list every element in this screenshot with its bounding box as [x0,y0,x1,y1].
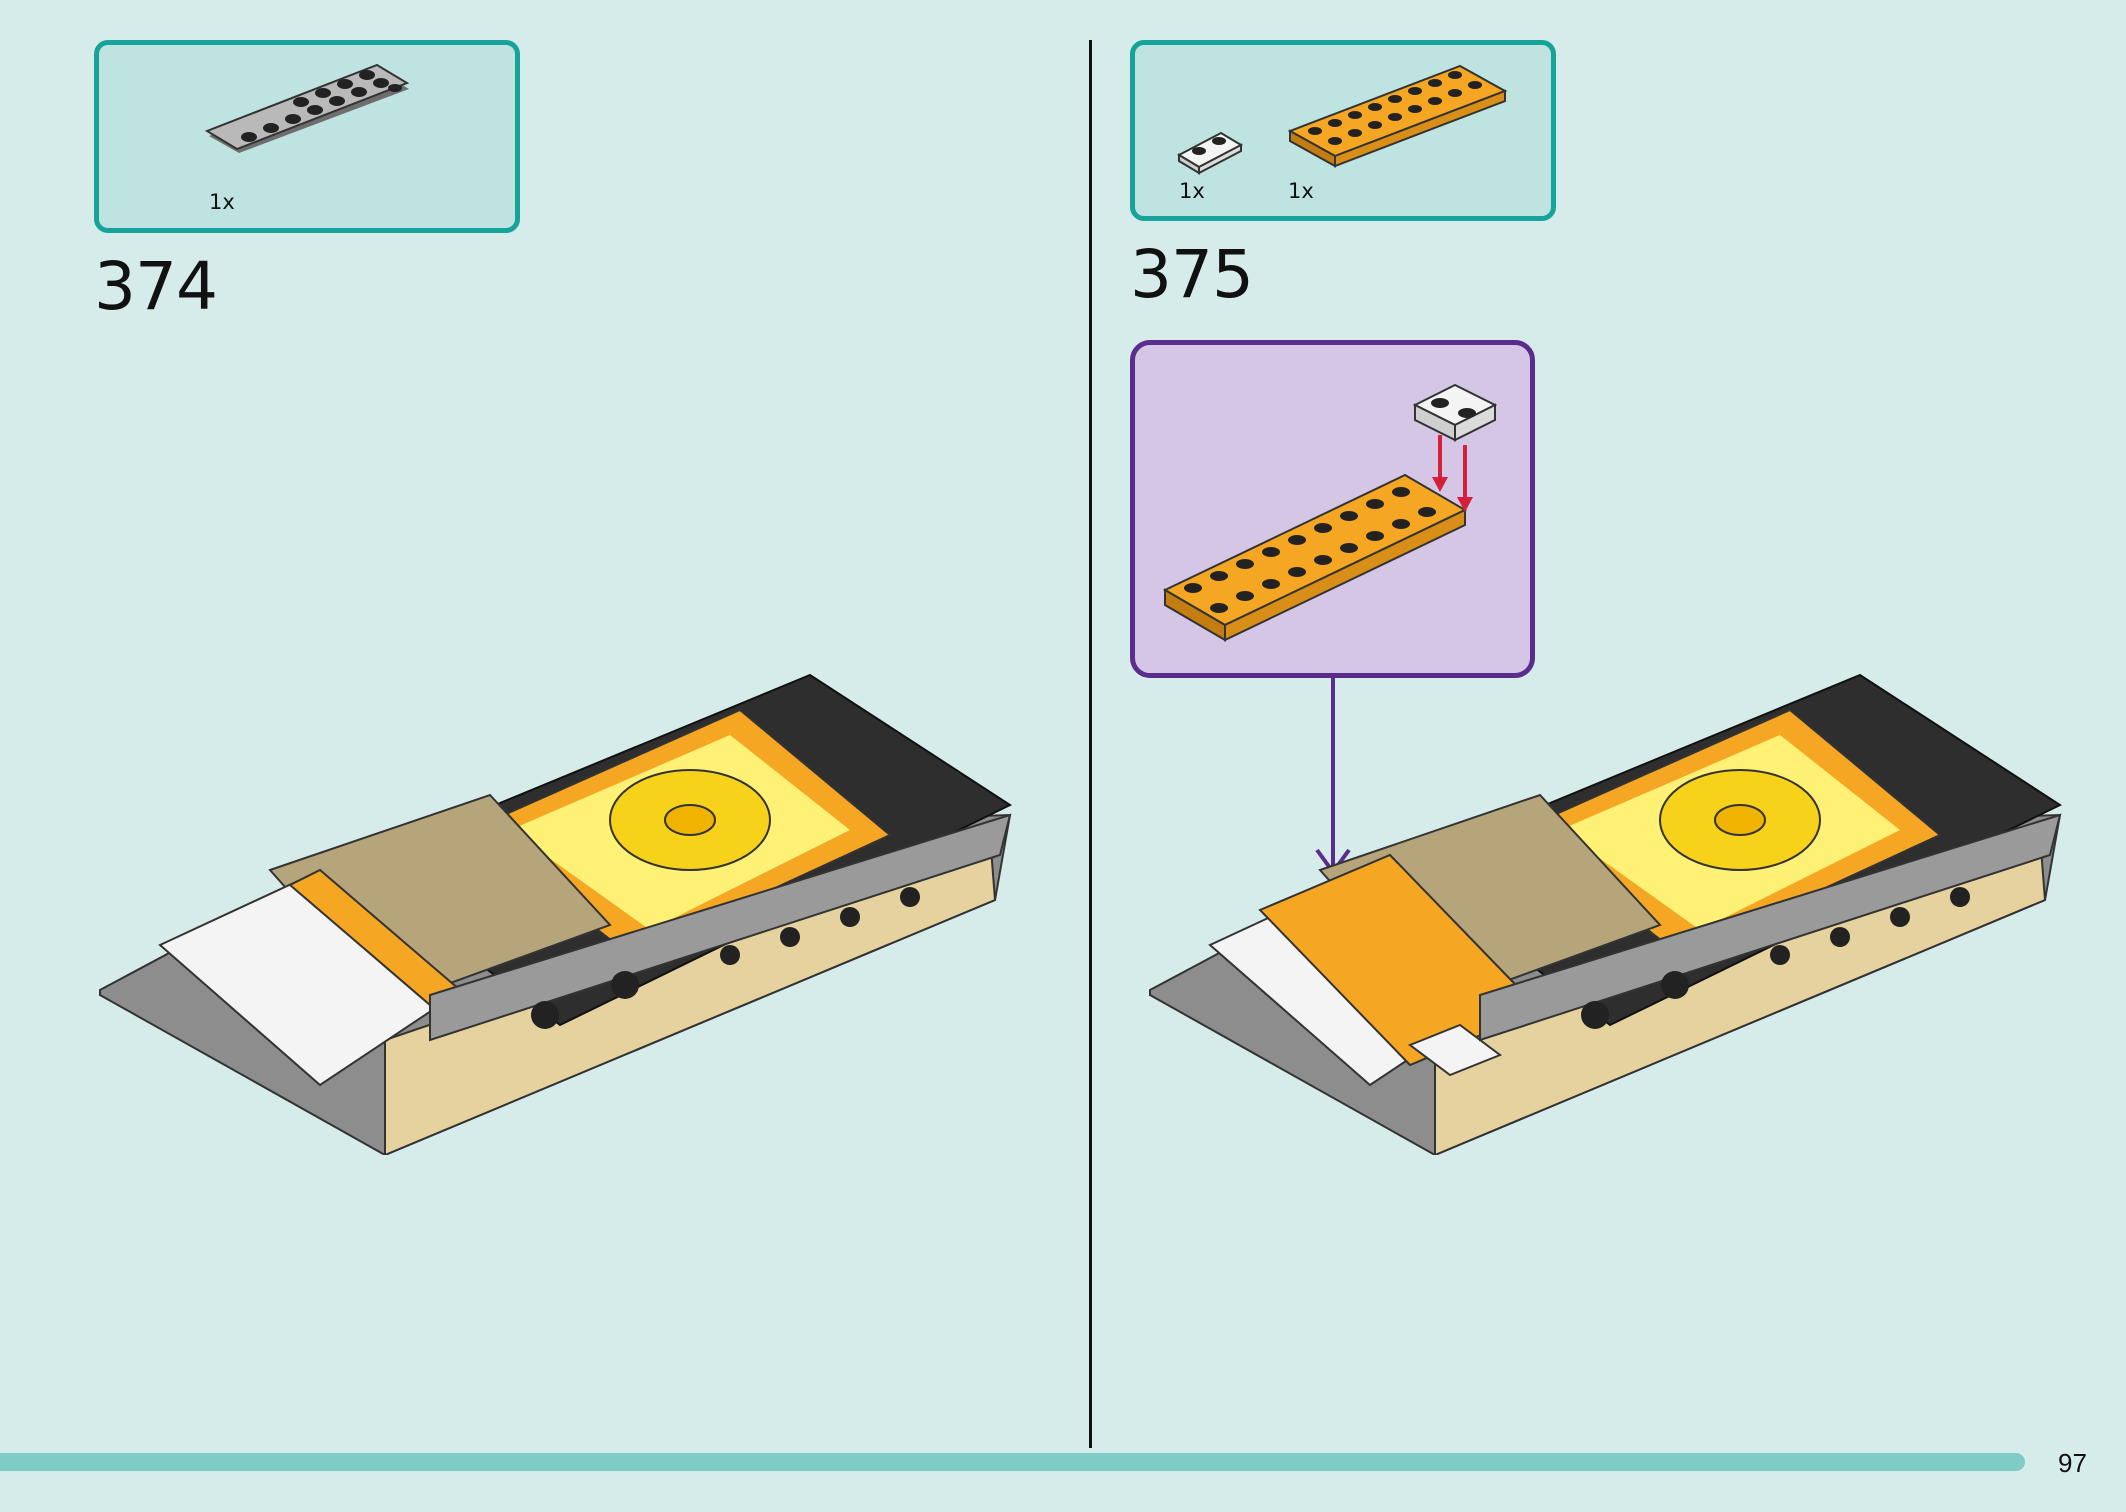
grey-wedge-plate-icon [204,63,410,153]
page-divider [1089,40,1092,1448]
page-number: 97 [2058,1448,2087,1478]
parts-callout-374: 1x [94,40,520,233]
step-number-374: 374 [94,248,218,325]
part-quantity: 1x [209,190,235,214]
step-number-375: 375 [1130,236,1254,313]
step-374-model [99,673,1013,1155]
step-375-model [1149,673,2063,1155]
subassembly-illustration [1162,383,1498,642]
subassembly-callout [1130,340,1535,678]
footer-bar [0,1453,2025,1471]
part-quantity: 1x [1179,179,1205,203]
orange-2x8-plate-icon [1287,64,1508,168]
white-1x2-plate-icon [1176,131,1244,175]
parts-callout-375: 1x 1x [1130,40,1556,221]
part-quantity: 1x [1288,179,1314,203]
